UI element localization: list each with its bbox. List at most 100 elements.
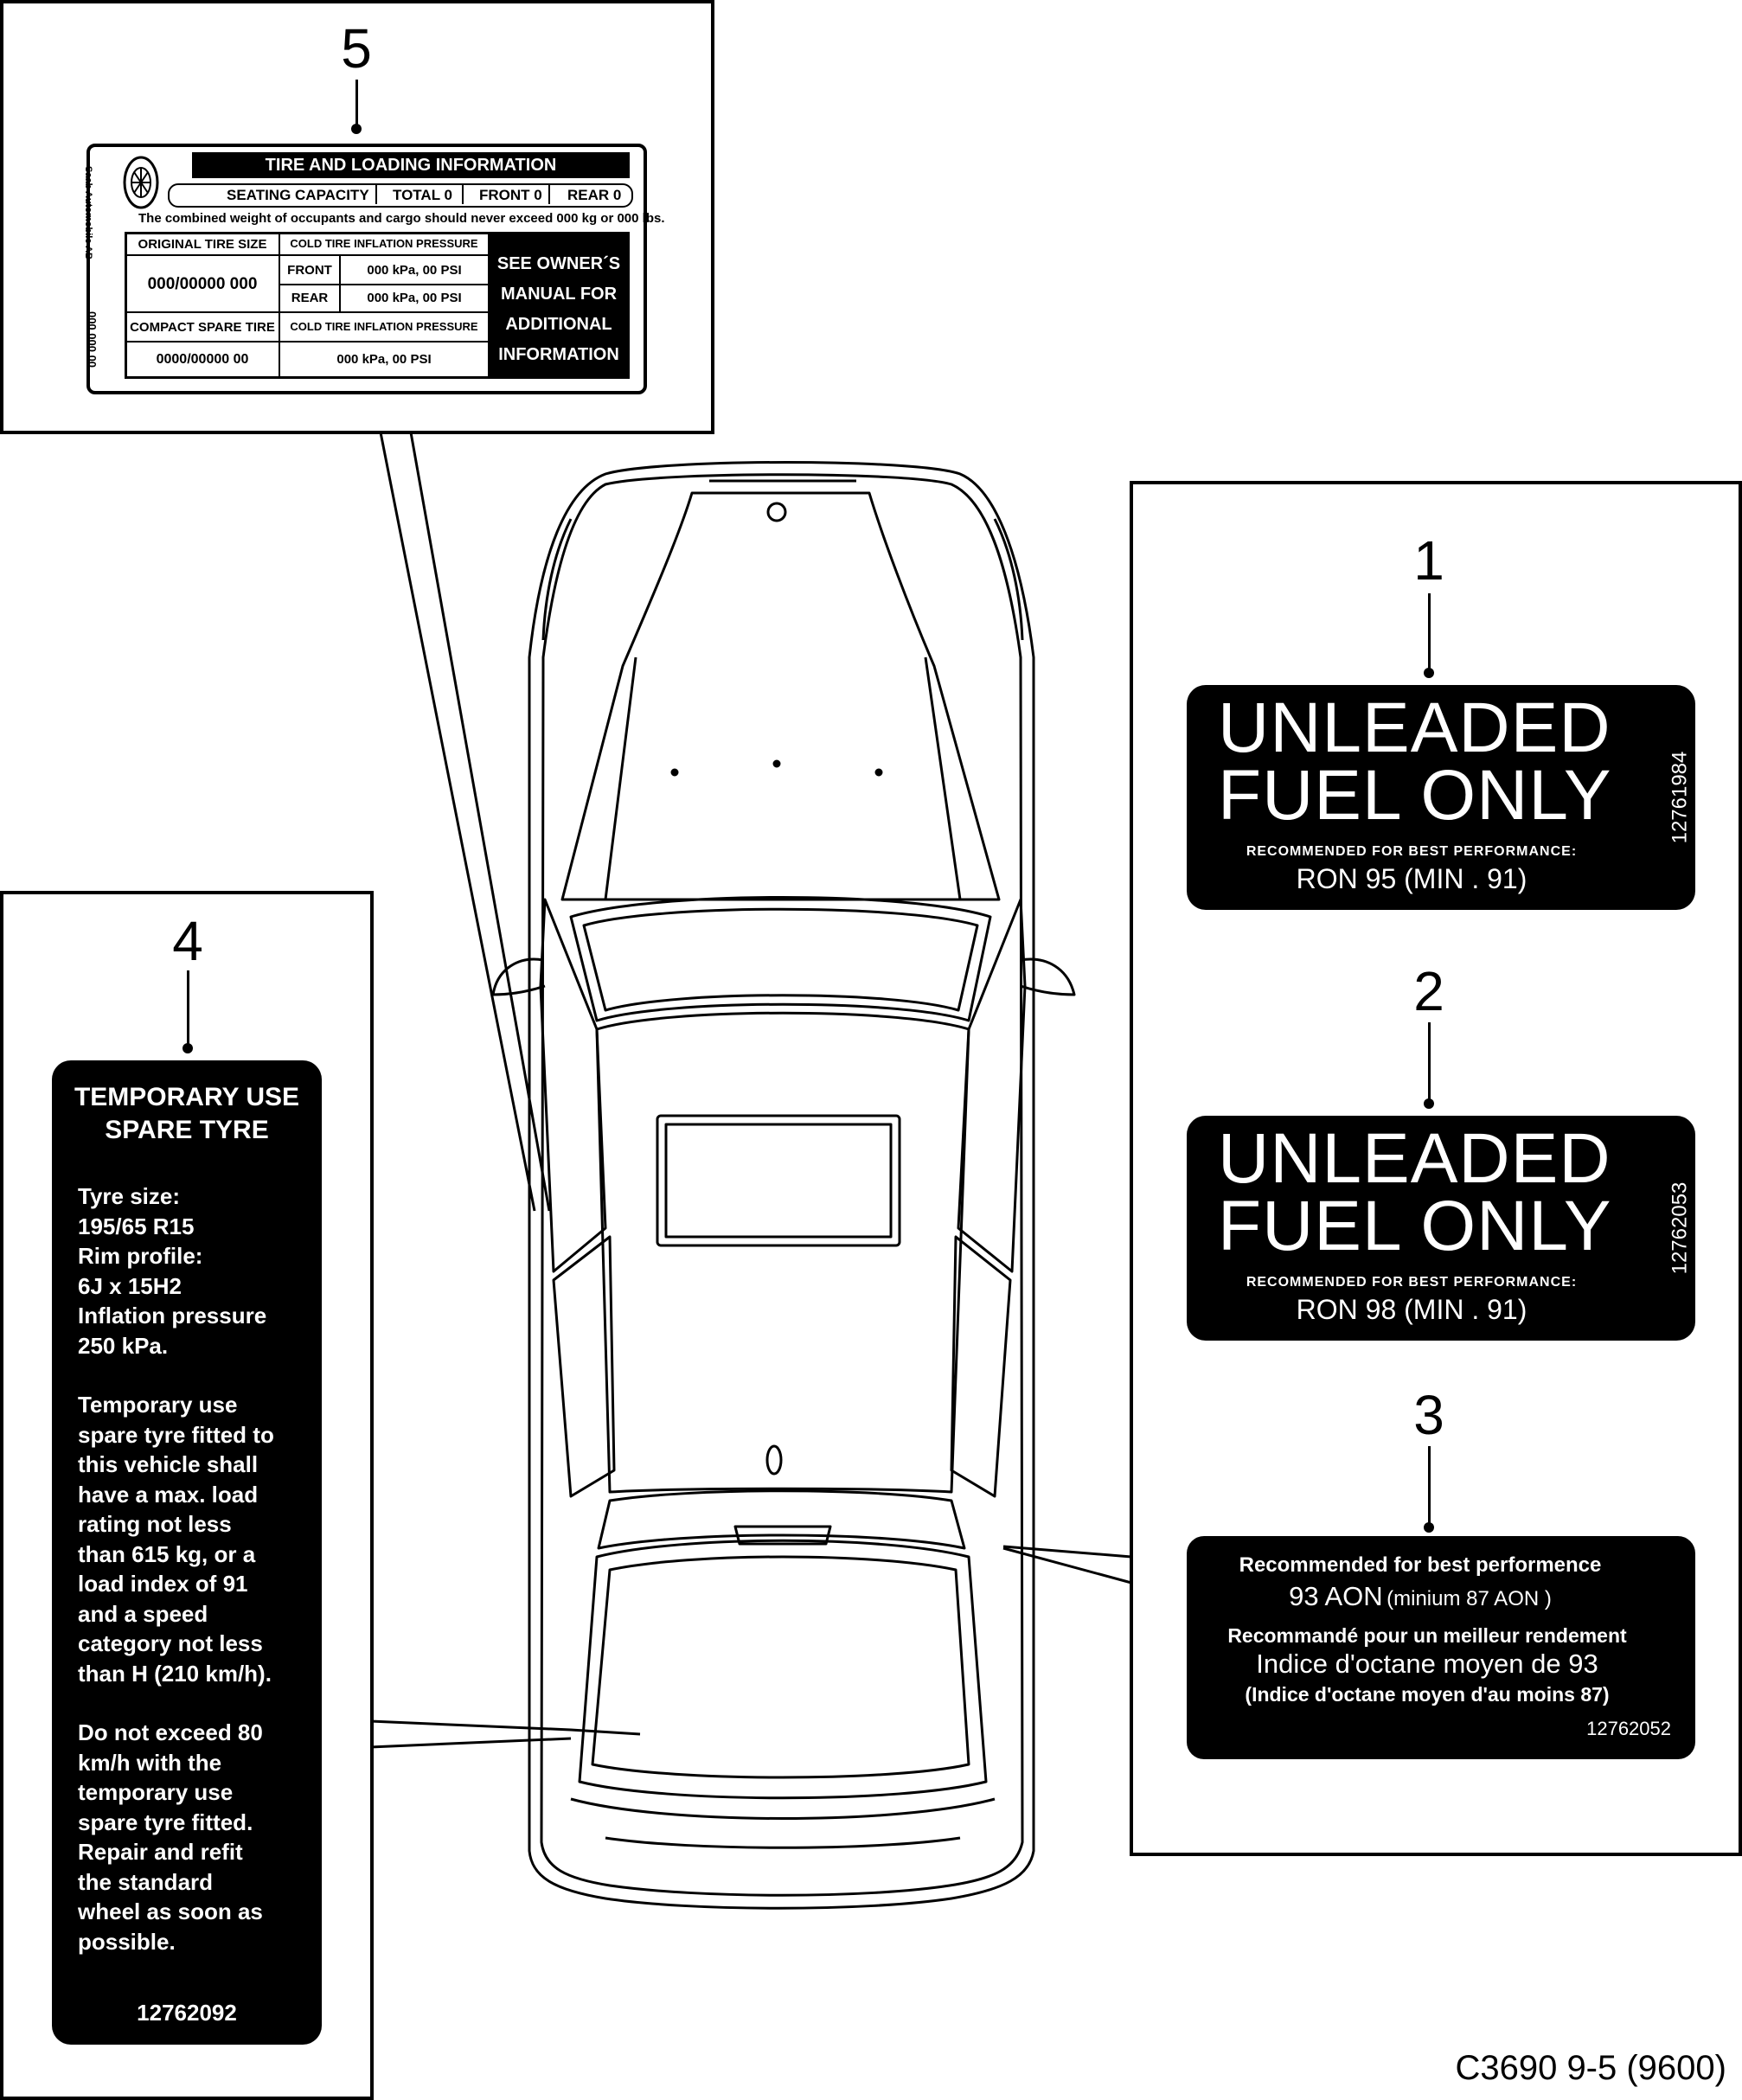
decal1-line2: FUEL ONLY [1218, 756, 1612, 835]
octane-en-value-row: 93 AON (minium 87 AON ) [1187, 1581, 1654, 1612]
decal-unleaded-98: UNLEADED FUEL ONLY RECOMMENDED FOR BEST … [1187, 1116, 1695, 1341]
leader-5 [355, 80, 358, 128]
front-label: FRONT [287, 263, 332, 278]
leader-2 [1428, 1022, 1431, 1104]
spare-p2-l1: Temporary use [78, 1392, 238, 1418]
rear-pressure: 000 kPa, 00 PSI [367, 291, 462, 305]
octane-en-title: Recommended for best performence [1239, 1553, 1602, 1577]
orig-tire-header: ORIGINAL TIRE SIZE [138, 237, 267, 252]
spare-p3-l1: Do not exceed 80 [78, 1719, 263, 1745]
seating-rear: REAR 0 [567, 187, 622, 203]
cold-pressure2-header: COLD TIRE INFLATION PRESSURE [290, 320, 478, 333]
spare-p2-l8: and a speed [78, 1600, 208, 1627]
spare-p3-l5: Repair and refit [78, 1839, 243, 1865]
leader-3 [1428, 1446, 1431, 1527]
seating-capacity: SEATING CAPACITY [227, 187, 369, 203]
spare-p3-l6: the standard [78, 1868, 214, 1895]
spare-pressure: 000 kPa, 00 PSI [336, 352, 432, 367]
spare-title-2: SPARE TYRE [105, 1116, 269, 1144]
tire-loading-label: Saab Automobile AB 000 000 00 TIRE AND L… [82, 144, 665, 394]
tire-label-side-brand: Saab Automobile AB [82, 166, 93, 259]
decal2-recommended: RECOMMENDED FOR BEST PERFORMANCE: [1246, 1275, 1578, 1290]
seating-capacity-row [168, 183, 633, 208]
spare-p3-l7: wheel as soon as [78, 1898, 263, 1924]
decal-unleaded-95: UNLEADED FUEL ONLY RECOMMENDED FOR BEST … [1187, 685, 1695, 910]
callout-3: 3 [1413, 1384, 1444, 1446]
spare-p3-l2: km/h with the [78, 1749, 222, 1776]
octane-fr-value: Indice d'octane moyen de 93 [1256, 1649, 1598, 1679]
octane-fr-min: (Indice d'octane moyen d'au moins 87) [1245, 1683, 1610, 1706]
spare-p2-l10: than H (210 km/h). [78, 1660, 272, 1687]
spare-p1-l3: Rim profile: [78, 1243, 203, 1269]
front-pressure: 000 kPa, 00 PSI [367, 263, 462, 278]
decal2-part-no: 12762053 [1668, 1181, 1692, 1275]
see-owner-text: SEE OWNER´S MANUAL FOR ADDITIONAL INFORM… [488, 249, 630, 370]
spare-p2-l5: rating not less [78, 1511, 232, 1537]
tire-size: 000/00000 000 [147, 275, 258, 293]
compact-spare-header: COMPACT SPARE TIRE [130, 320, 275, 335]
decal-spare-tyre: TEMPORARY USE SPARE TYRE Tyre size: 195/… [52, 1060, 322, 2045]
leader-4-dot [183, 1043, 193, 1053]
leader-4 [187, 970, 189, 1048]
callout-4: 4 [172, 910, 203, 972]
spare-para-1: Tyre size: 195/65 R15 Rim profile: 6J x … [78, 1181, 311, 1361]
rear-label: REAR [291, 291, 329, 305]
see-owner-line-3: ADDITIONAL [505, 315, 612, 334]
octane-part-no: 12762052 [1586, 1718, 1671, 1739]
spare-p2-l2: spare tyre fitted to [78, 1421, 274, 1448]
spare-p1-l2: 195/65 R15 [78, 1213, 195, 1239]
spare-p1-l5: Inflation pressure [78, 1303, 267, 1329]
decal2-line2: FUEL ONLY [1218, 1187, 1612, 1265]
seating-total: TOTAL 0 [393, 187, 452, 203]
decal2-line1: UNLEADED [1218, 1119, 1611, 1198]
leader-1-dot [1424, 668, 1434, 678]
spare-p3-l8: possible. [78, 1928, 176, 1955]
tire-label-side-code: 000 000 00 [86, 311, 99, 368]
leader-1 [1428, 593, 1431, 673]
spare-p3-l3: temporary use [78, 1779, 234, 1805]
spare-pressure-cell [279, 341, 490, 379]
decal2-ron: RON 98 (MIN . 91) [1296, 1294, 1527, 1325]
decal1-ron: RON 95 (MIN . 91) [1296, 863, 1527, 894]
decal1-part-no: 12761984 [1668, 751, 1692, 844]
see-owner-line-2: MANUAL FOR [500, 285, 618, 304]
callout-1: 1 [1413, 529, 1444, 592]
tire-label-header-bar [192, 152, 630, 178]
spare-para-3: Do not exceed 80 km/h with the temporary… [78, 1718, 311, 1956]
spare-p2-l4: have a max. load [78, 1481, 259, 1508]
cold-pressure-header: COLD TIRE INFLATION PRESSURE [290, 237, 478, 250]
spare-part-no: 12762092 [137, 2000, 237, 2026]
spare-size: 0000/00000 00 [156, 352, 249, 367]
octane-fr-title: Recommandé pour un meilleur rendement [1227, 1624, 1627, 1647]
wheel-icon [123, 156, 159, 209]
spare-p3-l4: spare tyre fitted. [78, 1809, 253, 1835]
see-owner-line-4: INFORMATION [498, 345, 619, 364]
seating-divider-2 [462, 185, 464, 204]
spare-para-2: Temporary use spare tyre fitted to this … [78, 1390, 311, 1688]
octane-en-min: (minium 87 AON ) [1387, 1587, 1552, 1610]
decal1-line1: UNLEADED [1218, 688, 1611, 767]
spare-p1-l6: 250 kPa. [78, 1332, 169, 1359]
spare-title-1: TEMPORARY USE [74, 1083, 300, 1111]
tire-label-header: TIRE AND LOADING INFORMATION [265, 156, 557, 175]
weight-note: The combined weight of occupants and car… [138, 211, 665, 226]
decal-octane: Recommended for best performence 93 AON … [1187, 1536, 1695, 1759]
seating-front: FRONT 0 [479, 187, 542, 203]
spare-p2-l6: than 615 kg, or a [78, 1540, 256, 1567]
callout-5: 5 [341, 17, 372, 80]
decal1-recommended: RECOMMENDED FOR BEST PERFORMANCE: [1246, 844, 1578, 859]
spare-p2-l3: this vehicle shall [78, 1451, 259, 1477]
figure-reference: C3690 9-5 (9600) [1455, 2049, 1726, 2087]
leader-5-dot [351, 124, 362, 134]
octane-en-value: 93 AON [1289, 1581, 1383, 1611]
seating-divider-3 [548, 185, 550, 204]
leader-3-dot [1424, 1522, 1434, 1533]
spare-p1-l1: Tyre size: [78, 1183, 181, 1209]
seating-divider-1 [375, 185, 377, 204]
spare-p2-l7: load index of 91 [78, 1571, 248, 1597]
callout-2: 2 [1413, 960, 1444, 1022]
leader-2-dot [1424, 1098, 1434, 1109]
spare-p2-l9: category not less [78, 1630, 263, 1656]
